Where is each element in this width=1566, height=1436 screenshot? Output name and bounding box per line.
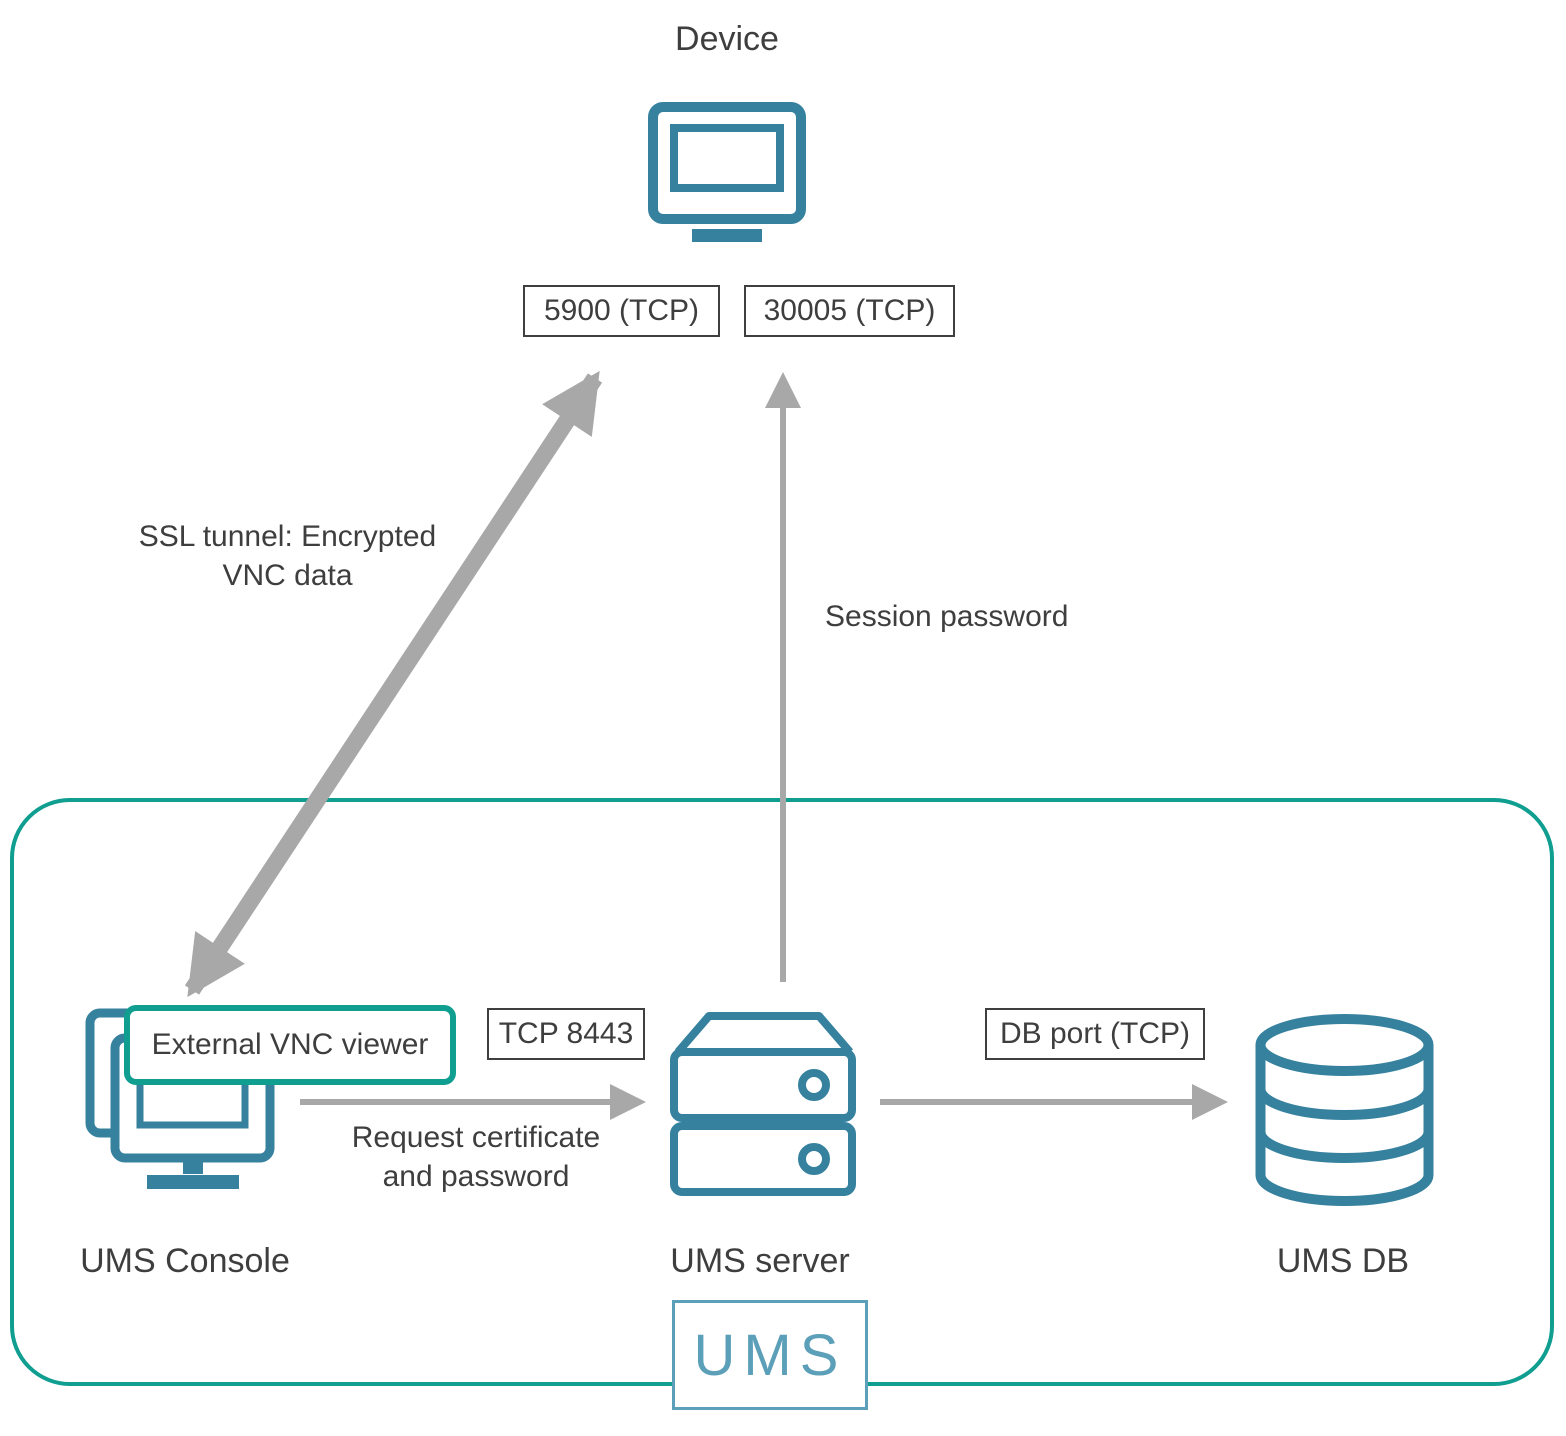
session-password-label: Session password xyxy=(825,600,1069,633)
ums-server-icon xyxy=(670,1012,856,1196)
external-vnc-viewer-badge: External VNC viewer xyxy=(124,1005,456,1085)
ums-db-icon xyxy=(1255,1014,1434,1206)
device-monitor-icon xyxy=(648,102,806,242)
device-label: Device xyxy=(675,20,779,58)
session-port-box: 30005 (TCP) xyxy=(744,285,955,337)
tcp-8443-box: TCP 8443 xyxy=(487,1008,645,1060)
db-port-box: DB port (TCP) xyxy=(985,1008,1205,1060)
ums-console-label: UMS Console xyxy=(80,1242,290,1280)
ums-logo: UMS xyxy=(672,1300,868,1410)
ums-db-label: UMS DB xyxy=(1276,1242,1410,1280)
ssl-tunnel-label: SSL tunnel: Encrypted VNC data xyxy=(138,520,437,592)
request-cert-label: Request certificate and password xyxy=(351,1121,601,1193)
ums-server-label: UMS server xyxy=(670,1242,850,1280)
vnc-port-box: 5900 (TCP) xyxy=(523,285,720,337)
